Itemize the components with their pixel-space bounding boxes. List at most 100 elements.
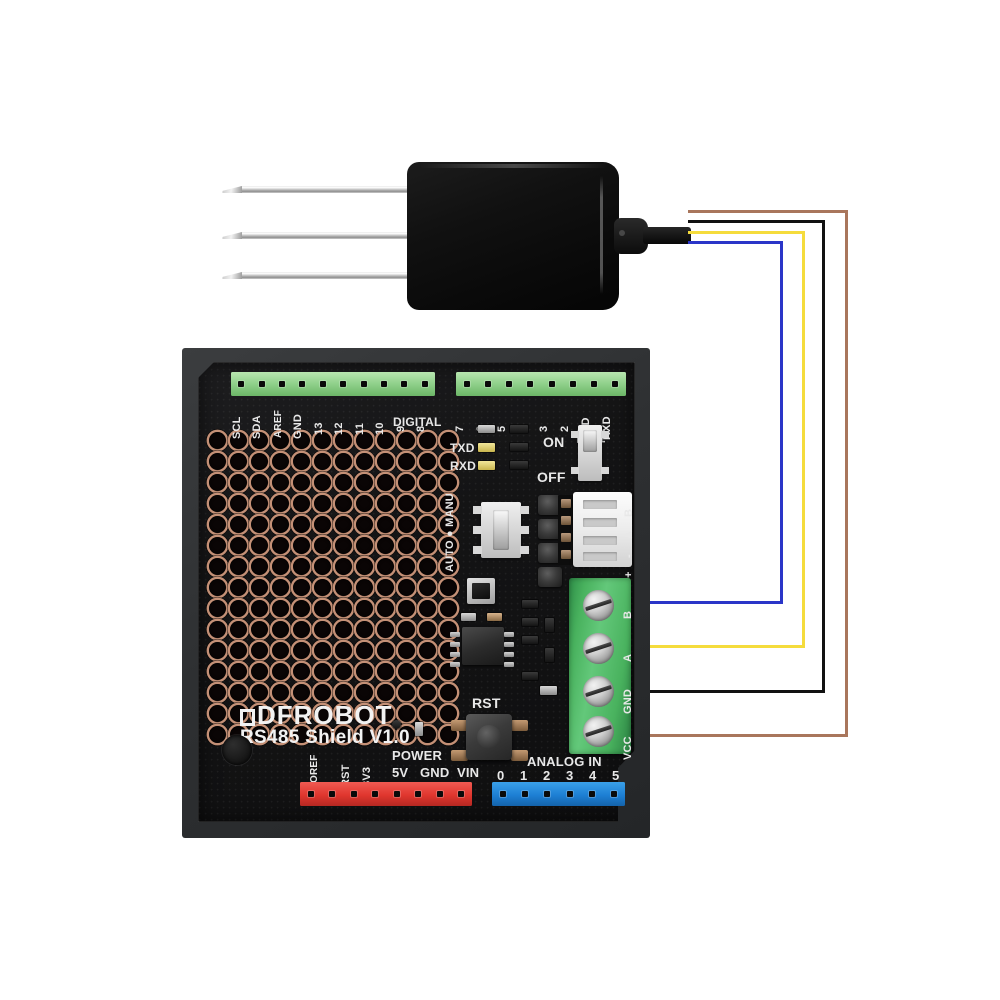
header-digital-right[interactable]	[456, 372, 626, 396]
power-switch[interactable]	[571, 425, 609, 481]
pin-label-a4: 4	[589, 768, 597, 783]
proto-hole	[209, 474, 226, 491]
proto-hole	[314, 600, 331, 617]
reset-solder-pad	[511, 750, 528, 761]
pin-label-13: 13	[313, 422, 325, 435]
jumper-pin[interactable]	[538, 519, 562, 539]
terminal-screw-a[interactable]	[583, 633, 614, 664]
header-pin[interactable]	[386, 791, 408, 797]
jumper-pin[interactable]	[538, 543, 562, 563]
proto-hole	[251, 558, 268, 575]
header-pin[interactable]	[514, 791, 536, 797]
switch-solder-tab	[473, 506, 482, 514]
proto-hole	[440, 537, 457, 554]
brown-wire-segment-right	[845, 210, 848, 737]
jst-slot	[583, 536, 617, 545]
mode-switch-label: AUTO ● MANU	[444, 493, 456, 572]
proto-hole	[377, 684, 394, 701]
header-pin[interactable]	[605, 381, 626, 387]
proto-hole	[335, 558, 352, 575]
header-digital-left[interactable]	[231, 372, 435, 396]
smd-resistor	[545, 618, 554, 632]
proto-hole	[335, 579, 352, 596]
header-pin[interactable]	[300, 791, 322, 797]
proto-hole	[209, 579, 226, 596]
header-pin[interactable]	[499, 381, 520, 387]
header-pin[interactable]	[365, 791, 387, 797]
power-switch-knob[interactable]	[583, 430, 597, 452]
header-pin[interactable]	[584, 381, 605, 387]
header-pin[interactable]	[333, 381, 353, 387]
switch-solder-tab	[601, 431, 609, 438]
proto-hole	[272, 663, 289, 680]
proto-hole	[293, 432, 310, 449]
terminal-label-vcc: VCC	[622, 736, 634, 760]
header-pin[interactable]	[456, 381, 477, 387]
header-pin[interactable]	[536, 791, 558, 797]
header-pin[interactable]	[313, 381, 333, 387]
pin-label-a1: 1	[520, 768, 528, 783]
header-pin[interactable]	[231, 381, 251, 387]
screw-terminal-block[interactable]	[569, 578, 631, 754]
header-power[interactable]	[300, 782, 472, 806]
header-pin[interactable]	[562, 381, 583, 387]
proto-hole	[440, 474, 457, 491]
pin-label-a3: 3	[566, 768, 574, 783]
proto-hole	[251, 663, 268, 680]
proto-hole	[272, 642, 289, 659]
header-analog[interactable]	[492, 782, 625, 806]
header-pin[interactable]	[292, 381, 312, 387]
proto-hole	[335, 516, 352, 533]
header-pin[interactable]	[559, 791, 581, 797]
header-pin[interactable]	[408, 791, 430, 797]
header-pin[interactable]	[429, 791, 451, 797]
mode-switch[interactable]	[473, 502, 529, 558]
ic-pin	[504, 632, 514, 637]
proto-hole	[398, 474, 415, 491]
proto-hole	[230, 453, 247, 470]
smd-resistor	[545, 648, 554, 662]
header-pin[interactable]	[451, 791, 473, 797]
jumper-pin[interactable]	[538, 495, 562, 515]
header-pin[interactable]	[272, 381, 292, 387]
terminal-screw-vcc[interactable]	[583, 716, 614, 747]
proto-hole	[419, 516, 436, 533]
reset-button[interactable]	[466, 714, 512, 760]
header-pin[interactable]	[353, 381, 373, 387]
smd-resistor	[510, 461, 528, 469]
header-pin[interactable]	[343, 791, 365, 797]
smd-capacitor	[461, 613, 476, 621]
header-pin[interactable]	[374, 381, 394, 387]
jumper-header-4pin[interactable]	[538, 495, 562, 587]
jst-connector[interactable]	[573, 492, 632, 567]
proto-hole	[230, 663, 247, 680]
jumper-pin[interactable]	[538, 567, 562, 587]
proto-hole	[356, 600, 373, 617]
header-pin[interactable]	[581, 791, 603, 797]
header-pin[interactable]	[520, 381, 541, 387]
proto-hole	[419, 579, 436, 596]
header-pin[interactable]	[492, 791, 514, 797]
header-pin[interactable]	[477, 381, 498, 387]
proto-hole	[251, 726, 268, 743]
analog-group-label: ANALOG IN	[527, 754, 602, 769]
proto-hole	[230, 537, 247, 554]
header-pin[interactable]	[603, 791, 625, 797]
header-pin[interactable]	[541, 381, 562, 387]
ic-pin	[504, 662, 514, 667]
header-pin[interactable]	[394, 381, 414, 387]
header-pin[interactable]	[251, 381, 271, 387]
smd-capacitor	[487, 613, 502, 621]
terminal-screw-gnd[interactable]	[583, 676, 614, 707]
sensor-strain-relief	[614, 218, 648, 254]
proto-hole	[230, 600, 247, 617]
proto-hole	[356, 474, 373, 491]
switch-solder-tab	[601, 467, 609, 474]
proto-hole	[314, 726, 331, 743]
header-pin[interactable]	[322, 791, 344, 797]
board-model-label: RS485 Shield V1.0	[240, 727, 410, 748]
mode-switch-knob[interactable]	[493, 510, 509, 550]
proto-hole	[230, 474, 247, 491]
header-pin[interactable]	[415, 381, 435, 387]
terminal-screw-b[interactable]	[583, 590, 614, 621]
